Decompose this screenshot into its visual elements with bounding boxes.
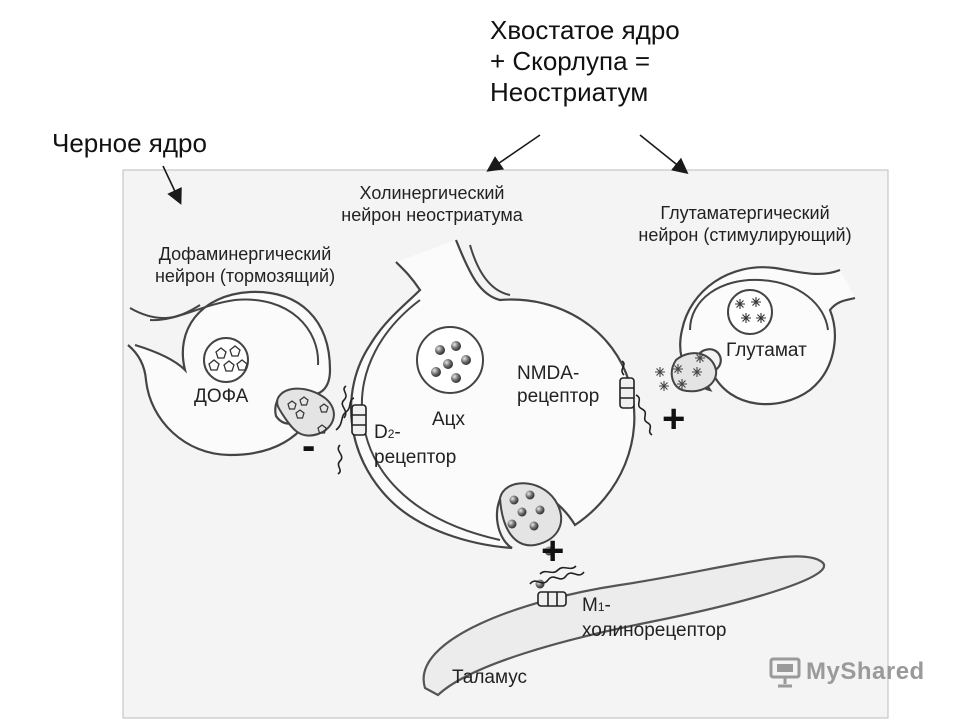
dopamine-molecules [287, 396, 329, 434]
nmda-receptor-shape [619, 360, 653, 436]
d2-receptor-shape [335, 385, 367, 475]
d2-receptor-label: D2- рецептор [374, 421, 456, 469]
nmda-label-line-1: NMDA- [517, 363, 580, 384]
neostriatum-title: Хвостатое ядро + Скорлупа = Неостриатум [490, 15, 680, 108]
dopa-molecules [208, 345, 248, 372]
inhibitory-sign: - [302, 424, 316, 468]
cholinergic-label-line-2: нейрон неостриатума [341, 205, 523, 225]
nmda-label-line-2: рецептор [517, 386, 600, 407]
glutamatergic-neuron-body [679, 266, 856, 406]
dopa-vesicle [203, 337, 249, 383]
myshared-watermark: MyShared [768, 656, 925, 688]
cholinergic-neuron-body [350, 239, 636, 550]
cholinergic-dendrite [469, 244, 511, 296]
nmda-receptor-label: NMDA- рецептор [517, 362, 599, 408]
cholinergic-neuron-label: Холинергический нейрон неостриатума [310, 182, 554, 226]
dopaminergic-neuron-label: Дофаминергический нейрон (тормозящий) [125, 243, 365, 287]
m1-suffix: - [604, 595, 611, 616]
glutamatergic-label-line-2: нейрон (стимулирующий) [638, 225, 852, 245]
d2-suffix: - [394, 422, 401, 443]
ach-label: Ацх [432, 409, 466, 430]
dopaminergic-axon [129, 304, 201, 320]
glutamate-released [655, 353, 705, 391]
glutamate-vesicle [727, 289, 773, 335]
glutamatergic-neuron-inner [689, 278, 829, 331]
dopa-label: ДОФА [194, 386, 249, 407]
thalamus-axon [422, 555, 826, 697]
caudate-arrow-right [639, 134, 689, 175]
substantia-nigra-label: Черное ядро [52, 128, 207, 158]
nigra-arrow [162, 165, 182, 205]
glutamate-molecules [735, 297, 766, 323]
m1-receptor-label: M1- холинорецептор [582, 594, 726, 642]
d2-label-line-2: рецептор [374, 447, 457, 468]
ach-molecules [431, 341, 471, 383]
watermark-text: MyShared [806, 658, 925, 685]
dopaminergic-label-line-1: Дофаминергический [158, 244, 332, 264]
glutamatergic-neuron-label: Глутаматергический нейрон (стимулирующий… [604, 202, 886, 246]
d2-subscript: 2 [387, 427, 395, 441]
m1-main: M [582, 595, 598, 616]
title-line-2: + Скорлупа = [490, 46, 650, 76]
cholinergic-label-line-1: Холинергический [359, 183, 505, 203]
m1-label-line-1: M1- [582, 594, 726, 619]
presentation-icon [769, 657, 801, 688]
pointer-arrows [162, 134, 689, 205]
m1-label-line-2: холинорецептор [582, 620, 727, 641]
d2-main: D [374, 422, 388, 443]
d2-label-line-1: D2- [374, 421, 456, 446]
thalamus-label: Таламус [452, 667, 528, 688]
excitatory-sign-nmda: + [662, 397, 686, 441]
glutamatergic-label-line-1: Глутаматергический [660, 203, 830, 223]
glutamate-label: Глутамат [726, 340, 807, 361]
caudate-arrow-left [486, 134, 541, 172]
m1-subscript: 1 [597, 600, 605, 614]
m1-receptor-shape [529, 565, 585, 607]
dopaminergic-label-line-2: нейрон (тормозящий) [154, 266, 336, 286]
excitatory-sign-m1: + [541, 529, 565, 573]
title-line-1: Хвостатое ядро [490, 15, 680, 45]
dopamine-terminal [276, 387, 335, 437]
title-line-3: Неостриатум [490, 77, 649, 107]
